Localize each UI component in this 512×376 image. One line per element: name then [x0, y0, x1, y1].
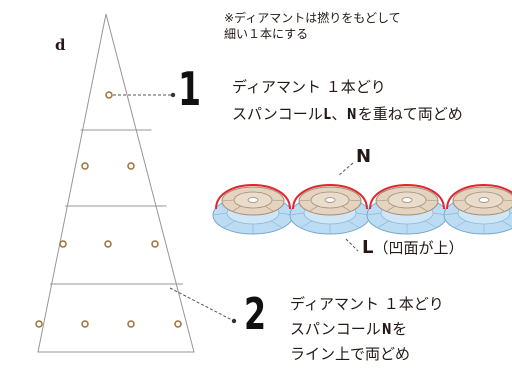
note-text: ※ディアマントは撚りをもどして 細い１本にする [224, 10, 401, 42]
bead [151, 240, 159, 248]
diagram-letter: d [55, 36, 66, 54]
step-2-number: 2 [244, 289, 267, 340]
bead [127, 162, 135, 170]
leader-line-2 [169, 287, 233, 321]
bead [105, 91, 113, 99]
leader-line-n [337, 162, 354, 177]
triangle-outline [37, 13, 195, 353]
leader-lines [113, 94, 359, 321]
step-1-line-2-prefix: スパンコール [232, 105, 323, 123]
bead [174, 320, 182, 328]
leader-line-l [345, 238, 359, 252]
step-2-line-2: スパンコールNを [290, 318, 407, 339]
bead [127, 320, 135, 328]
bead [59, 240, 67, 248]
sequin-n-label: N [356, 146, 372, 167]
step-1-sep: 、 [331, 105, 347, 123]
bead [35, 320, 43, 328]
sequin-row [212, 184, 512, 235]
beads [35, 91, 182, 328]
step-1-line-2-suffix: を重ねて両どめ [357, 105, 463, 123]
leader-dot-1 [170, 92, 176, 98]
triangle-pattern [37, 13, 195, 353]
bead [81, 320, 89, 328]
step-2-line-2-prefix: スパンコール [290, 320, 381, 338]
step-2-line-3: ライン上で両どめ [290, 345, 411, 363]
step-2-line-1: ディアマント １本どり [290, 295, 444, 313]
step-1-number: 1 [178, 62, 202, 116]
sequin-l-letter: L [362, 237, 374, 258]
step-2-line-2-suffix: を [392, 320, 408, 338]
sequin-n-ref-2: N [381, 320, 392, 338]
step-1-line-1: ディアマント １本どり [232, 78, 386, 96]
sequin-l-ref: L [323, 105, 331, 123]
note-line-1: ※ディアマントは撚りをもどして [224, 11, 401, 25]
sequin-l-label: L（凹面が上） [362, 237, 464, 258]
sequin-n-ref: N [347, 105, 357, 123]
sequin-l-note: （凹面が上） [373, 239, 464, 257]
bead [104, 240, 112, 248]
note-line-2: 細い１本にする [224, 27, 309, 41]
bead [81, 162, 89, 170]
step-1-line-2: スパンコールL、Nを重ねて両どめ [232, 103, 463, 124]
leader-dot-2 [231, 318, 237, 324]
